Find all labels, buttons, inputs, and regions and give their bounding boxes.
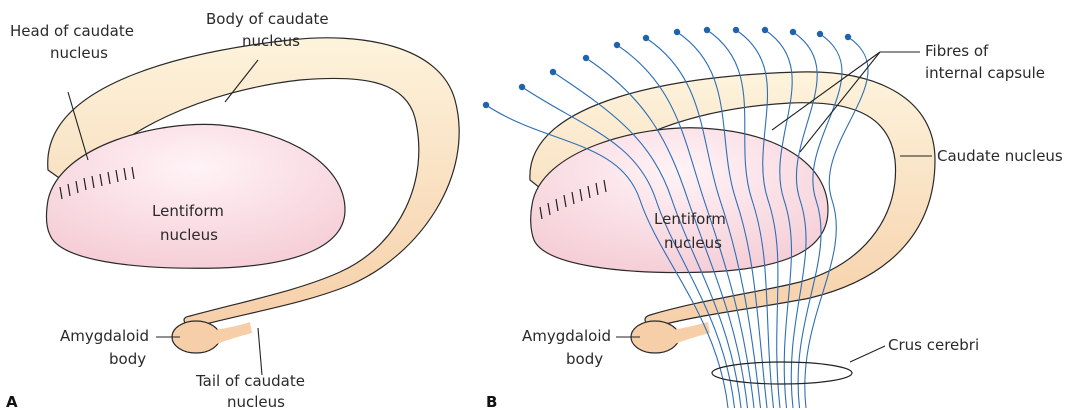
label-amygdaloid-line2-a: body	[109, 350, 146, 368]
panel-b: Fibres of internal capsule Caudate nucle…	[483, 27, 1063, 410]
fibre-end-dot	[674, 29, 680, 35]
crus-cerebri-ellipse	[712, 362, 852, 384]
leader-crus-b	[850, 346, 885, 362]
fibre-end-dot	[704, 27, 710, 33]
panel-letter-a: A	[6, 393, 18, 410]
fibre-end-dot	[817, 31, 823, 37]
label-lentiform-line1-b: Lentiform	[654, 210, 726, 228]
label-body-caudate-line1: Body of caudate	[206, 10, 329, 28]
label-fibres-line1: Fibres of	[925, 42, 989, 60]
fibre-end-dot	[550, 69, 556, 75]
fibre-end-dot	[733, 27, 739, 33]
leader-tail-a	[258, 328, 262, 375]
fibre-end-dot	[614, 42, 620, 48]
label-head-caudate-line1: Head of caudate	[10, 22, 134, 40]
fibre-end-dot	[643, 35, 649, 41]
fibre-end-dot	[845, 34, 851, 40]
fibre-end-dot	[519, 84, 525, 90]
label-lentiform-line1-a: Lentiform	[152, 202, 224, 220]
label-tail-caudate-line1: Tail of caudate	[195, 372, 305, 390]
label-head-caudate-line2: nucleus	[50, 44, 108, 62]
label-amygdaloid-line1-a: Amygdaloid	[60, 327, 149, 345]
fibre-end-dot	[762, 27, 768, 33]
fibre-end-dot	[483, 102, 489, 108]
label-tail-caudate-line2: nucleus	[227, 393, 285, 410]
label-caudate-nucleus-b: Caudate nucleus	[937, 147, 1063, 165]
label-amygdaloid-line2-b: body	[566, 350, 603, 368]
panel-a: Head of caudate nucleus Body of caudate …	[6, 10, 459, 410]
fibre-end-dot	[790, 29, 796, 35]
label-fibres-line2: internal capsule	[925, 64, 1045, 82]
fibre-end-dot	[583, 55, 589, 61]
label-lentiform-line2-a: nucleus	[160, 226, 218, 244]
panel-letter-b: B	[486, 393, 497, 410]
label-body-caudate-line2: nucleus	[242, 32, 300, 50]
label-amygdaloid-line1-b: Amygdaloid	[522, 327, 611, 345]
label-lentiform-line2-b: nucleus	[664, 234, 722, 252]
label-crus-cerebri: Crus cerebri	[888, 336, 979, 354]
